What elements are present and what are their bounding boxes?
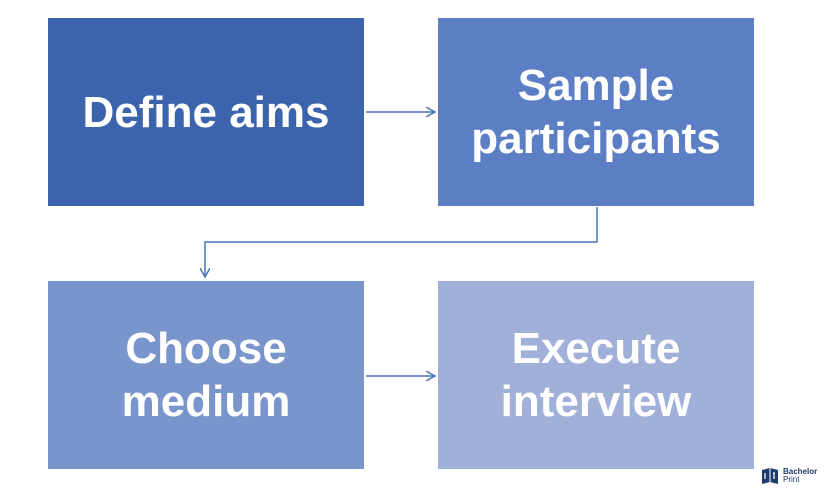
step-label: Execute interview [500,324,692,426]
book-logo-icon [762,468,778,484]
step-label: Define aims [82,87,330,137]
step-execute-interview: Execute interview [438,281,754,469]
logo-text-line-2: Print [783,475,800,484]
step-sample-participants: Sample participants [438,18,754,206]
arrow-sample-to-choose [205,207,598,276]
logo-text-line-1: Bachelor [783,467,818,476]
step-choose-medium: Choose medium [48,281,364,469]
step-label: Sample participants [471,61,721,163]
step-label: Choose medium [121,324,291,426]
step-define-aims: Define aims [48,18,364,206]
bachelorprint-logo: Bachelor Print [760,466,817,486]
